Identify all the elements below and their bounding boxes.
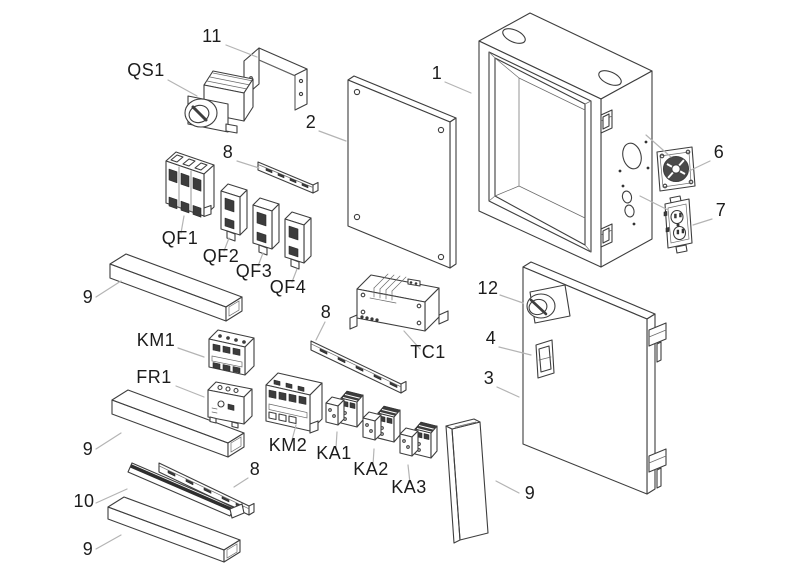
label-qs1: QS1 — [127, 60, 165, 80]
door-hinge-bottom — [648, 448, 667, 489]
door-handle — [526, 284, 571, 324]
label-8-rail-middle: 8 — [321, 302, 332, 322]
door — [522, 261, 667, 495]
leader-lines — [95, 44, 713, 550]
breaker-qf3 — [252, 197, 280, 256]
main-switch — [184, 70, 254, 134]
breaker-qf2 — [220, 183, 248, 242]
enclosure-box — [478, 12, 653, 268]
label-12-handle: 12 — [477, 278, 498, 298]
part-labels: 11 QS1 2 1 8 QF1 QF2 QF3 QF4 9 6 7 KM1 F… — [73, 26, 727, 559]
label-ka3: KA3 — [391, 477, 427, 497]
relay-ka1 — [325, 390, 364, 428]
label-9-duct-bottom: 9 — [83, 539, 94, 559]
power-outlet — [663, 195, 693, 254]
label-ka1: KA1 — [316, 443, 352, 463]
label-qf4: QF4 — [270, 277, 307, 297]
overload-relay-fr1 — [207, 381, 253, 429]
enclosure-hinge-bottom — [600, 223, 613, 248]
enclosure-hinge-top — [600, 109, 613, 134]
label-9-duct-middle: 9 — [83, 439, 94, 459]
label-tc1: TC1 — [410, 342, 446, 362]
relay-ka2 — [362, 405, 401, 443]
wiring-duct-vertical — [445, 418, 489, 544]
label-km1: KM1 — [137, 330, 176, 350]
label-10-terminals: 10 — [73, 491, 94, 511]
label-fr1: FR1 — [136, 367, 172, 387]
label-8-rail-bottom: 8 — [250, 459, 261, 479]
wiring-duct-bottom-left — [107, 496, 241, 563]
label-ka2: KA2 — [353, 459, 389, 479]
label-11-bracket: 11 — [202, 26, 222, 46]
label-qf3: QF3 — [236, 261, 273, 281]
label-qf2: QF2 — [203, 246, 240, 266]
label-4-lock: 4 — [486, 328, 497, 348]
contactor-km2 — [265, 372, 323, 434]
transformer-tc1 — [349, 273, 449, 332]
din-rail-top — [257, 161, 319, 194]
label-qf1: QF1 — [162, 228, 199, 248]
label-8-rail-top: 8 — [223, 142, 234, 162]
din-rail-bottom — [158, 462, 255, 516]
terminal-strip — [127, 462, 245, 519]
label-1-enclosure: 1 — [432, 63, 443, 83]
label-2-plate: 2 — [306, 112, 317, 132]
breaker-qf1 — [165, 151, 215, 218]
label-7-outlet: 7 — [716, 200, 727, 220]
breaker-qf4 — [284, 211, 312, 270]
contactor-km1 — [208, 329, 255, 376]
wiring-duct-middle-left — [111, 389, 245, 458]
door-lock — [535, 339, 555, 379]
mounting-plate — [347, 75, 457, 269]
label-6-fan: 6 — [714, 142, 725, 162]
label-9-duct-vertical: 9 — [525, 483, 536, 503]
door-hinge-top — [648, 322, 667, 363]
label-3-door: 3 — [484, 368, 495, 388]
wiring-duct-upper-left — [109, 253, 243, 322]
relay-ka3 — [399, 421, 438, 459]
mounting-bracket — [243, 47, 308, 111]
cooling-fan — [656, 146, 696, 192]
din-rail-middle — [310, 340, 407, 394]
label-9-duct-upper: 9 — [83, 287, 94, 307]
label-km2: KM2 — [269, 435, 308, 455]
